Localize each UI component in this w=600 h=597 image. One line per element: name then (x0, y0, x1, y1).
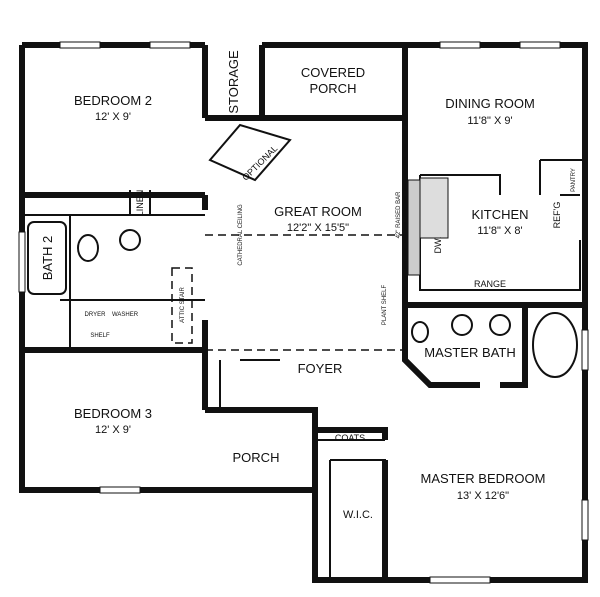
washer-label: WASHER (112, 312, 139, 318)
raised-bar-label: 42" RAISED BAR (396, 191, 402, 238)
covered-porch-label-1: COVERED (301, 65, 365, 80)
master-bedroom-label: MASTER BEDROOM (421, 471, 546, 486)
porch-label: PORCH (233, 450, 280, 465)
dining-room-size: 11'8" X 9' (467, 115, 512, 127)
cathedral-ceiling-label: CATHEDRAL CEILING (238, 204, 244, 266)
great-room-label: GREAT ROOM (274, 204, 362, 219)
walls (19, 42, 588, 583)
bathtub-icon (27, 221, 67, 295)
dishwasher-label: DW. (433, 237, 443, 254)
kitchen-label: KITCHEN (471, 207, 528, 222)
plant-shelf-hatch (407, 179, 421, 276)
range-label: RANGE (474, 279, 506, 289)
master-bath-label: MASTER BATH (424, 345, 516, 360)
kitchen-size: 11'8" X 8' (477, 225, 522, 237)
attic-stair-label: ATTIC STAIR (180, 286, 186, 322)
windows (18, 41, 589, 584)
pantry-label: PANTRY (571, 168, 577, 192)
bedroom3-size: 12' X 9' (95, 424, 131, 436)
tub-icon (532, 312, 578, 378)
fixtures (27, 123, 578, 378)
toilet-icon (411, 321, 429, 343)
plant-shelf-label: PLANT SHELF (382, 285, 388, 326)
toilet-icon (77, 234, 99, 262)
optional-fireplace (208, 123, 292, 182)
bedroom2-size: 12' X 9' (95, 111, 131, 123)
linen-label: LINEN (135, 190, 145, 217)
bedroom2-label: BEDROOM 2 (74, 93, 152, 108)
coats-label: COATS (335, 433, 365, 443)
storage-label: STORAGE (226, 50, 241, 114)
refrigerator-label: REF'G (552, 202, 562, 229)
dryer-label: DRYER (85, 312, 107, 318)
double-sink-icon (419, 177, 449, 239)
covered-porch-label-2: PORCH (310, 81, 357, 96)
master-bedroom-size: 13' X 12'6" (457, 490, 509, 502)
sink-icon (119, 229, 141, 251)
great-room-size: 12'2" X 15'5" (287, 222, 349, 234)
attic-stair-outline (171, 267, 193, 344)
bedroom3-label: BEDROOM 3 (74, 406, 152, 421)
sink-icon (451, 314, 473, 336)
shelf-label: SHELF (90, 333, 110, 339)
bath2-label: BATH 2 (40, 236, 55, 281)
dining-room-label: DINING ROOM (445, 96, 535, 111)
wic-label: W.I.C. (343, 509, 373, 521)
sink-icon (489, 314, 511, 336)
optional-label: OPTIONAL (240, 143, 279, 182)
foyer-label: FOYER (298, 361, 343, 376)
